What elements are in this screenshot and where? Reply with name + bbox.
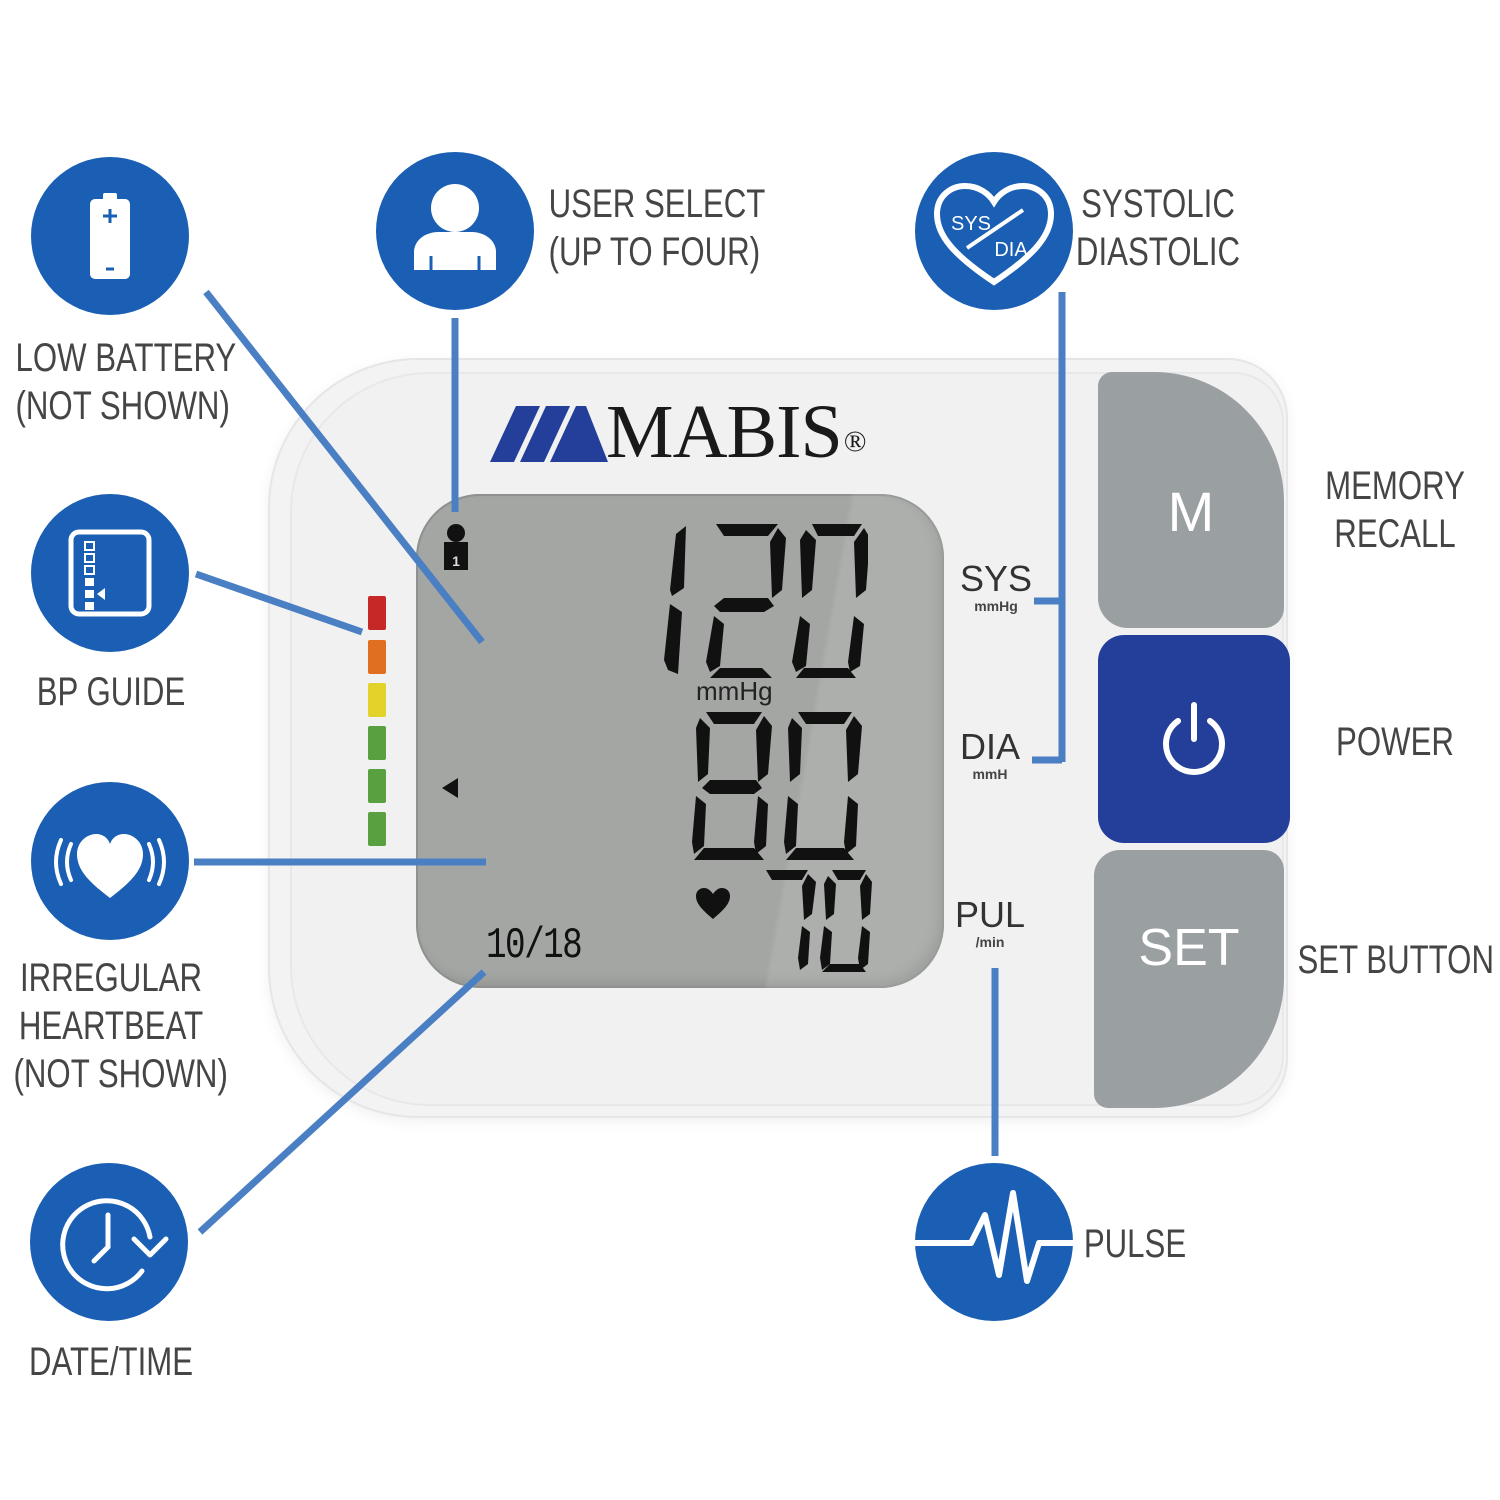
- mabis-logo-mark-icon: [490, 406, 608, 462]
- user-select-icon-circle: [376, 152, 534, 310]
- pulse-label: PULSE: [1077, 1220, 1194, 1268]
- dia-label-text: DIA: [959, 726, 1020, 767]
- low-battery-line-1: LOW BATTERY: [15, 336, 237, 380]
- user-icon: [414, 184, 496, 270]
- battery-icon: [90, 193, 130, 279]
- icon-dia-text: DIA: [994, 239, 1028, 261]
- pulse-heart-icon: [696, 888, 730, 919]
- user-number: 1: [452, 553, 460, 569]
- brand-name: MABIS: [606, 390, 843, 474]
- lcd-date: 10/18: [486, 921, 583, 971]
- user-select-line-2: (UP TO FOUR): [548, 230, 761, 274]
- power-icon: [1163, 702, 1225, 775]
- lcd-display: 1 mmHg: [416, 494, 944, 988]
- registered-mark: ®: [843, 425, 867, 458]
- brand-logo: MABIS®: [606, 394, 867, 480]
- bp-guide-icon: [68, 529, 152, 617]
- sys-unit-text: mmHg: [974, 598, 1018, 614]
- bp-pointer-icon: [442, 778, 458, 798]
- sys-label-text: SYS: [959, 558, 1033, 599]
- dia-label: DIA mmH: [952, 726, 1028, 783]
- set-button-label: SET: [1138, 919, 1240, 977]
- irregular-heartbeat-line-2: HEARTBEAT: [18, 1004, 204, 1048]
- bp-guide-bar-yellow: [368, 683, 386, 717]
- pul-unit-text: /min: [975, 934, 1005, 950]
- sys-dia-label: SYSTOLIC DIASTOLIC: [1072, 180, 1244, 276]
- set-button-line-1: SET BUTTON: [1297, 938, 1494, 982]
- memory-recall-line-2: RECALL: [1334, 512, 1456, 556]
- dia-unit-text: mmH: [972, 766, 1008, 782]
- irregular-heartbeat-line-1: IRREGULAR: [19, 956, 203, 1000]
- low-battery-label: LOW BATTERY (NOT SHOWN): [15, 334, 237, 430]
- systolic-digits: [664, 524, 868, 678]
- power-button[interactable]: [1098, 635, 1290, 843]
- set-button-callout-label: SET BUTTON: [1297, 936, 1494, 984]
- bp-guide-bar-green-2: [368, 769, 386, 803]
- pulse-icon-circle: [915, 1163, 1073, 1321]
- irregular-heartbeat-icon: [54, 834, 166, 898]
- low-battery-icon-circle: [31, 157, 189, 315]
- diastolic-digits: [692, 712, 862, 860]
- irregular-heartbeat-label: IRREGULAR HEARTBEAT (NOT SHOWN): [13, 954, 228, 1098]
- irregular-heartbeat-line-3: (NOT SHOWN): [13, 1052, 228, 1096]
- bp-guide-bar-orange: [368, 640, 386, 674]
- icon-sys-text: SYS: [951, 213, 991, 235]
- sys-dia-heart-icon: SYS DIA: [933, 182, 1055, 286]
- memory-button-label: M: [1167, 480, 1215, 543]
- memory-recall-line-1: MEMORY: [1325, 464, 1465, 508]
- bp-guide-label: BP GUIDE: [14, 668, 209, 716]
- sys-dia-line-1: SYSTOLIC: [1081, 182, 1235, 226]
- memory-recall-label: MEMORY RECALL: [1313, 462, 1477, 558]
- power-label: POWER: [1313, 718, 1477, 766]
- sys-dia-icon-circle: SYS DIA: [915, 152, 1073, 310]
- pulse-wave-icon: [915, 1190, 1073, 1284]
- date-time-icon-circle: [30, 1163, 188, 1321]
- clock-icon: [60, 1198, 169, 1292]
- bp-guide-line-1: BP GUIDE: [36, 670, 186, 714]
- irregular-heartbeat-icon-circle: [31, 782, 189, 940]
- date-time-label: DATE/TIME: [14, 1338, 209, 1386]
- user-select-label: USER SELECT (UP TO FOUR): [548, 180, 766, 276]
- lcd-unit-label: mmHg: [696, 676, 773, 706]
- memory-button[interactable]: M: [1098, 372, 1284, 628]
- pulse-line-1: PULSE: [1083, 1222, 1187, 1266]
- pul-label-text: PUL: [954, 894, 1026, 935]
- sys-dia-line-2: DIASTOLIC: [1075, 230, 1241, 274]
- date-time-line-1: DATE/TIME: [28, 1340, 194, 1384]
- bp-guide-icon-circle: [31, 494, 189, 652]
- sys-label: SYS mmHg: [958, 558, 1034, 615]
- bp-guide-bar-green-3: [368, 812, 386, 846]
- user-select-line-1: USER SELECT: [548, 182, 766, 226]
- low-battery-line-2: (NOT SHOWN): [15, 384, 230, 428]
- user-indicator-icon: 1: [444, 524, 468, 570]
- bp-guide-bar-green-1: [368, 726, 386, 760]
- pulse-digits: [766, 870, 872, 972]
- pul-label: PUL /min: [952, 894, 1028, 951]
- bp-guide-bar-red: [368, 596, 386, 630]
- power-line-1: POWER: [1336, 720, 1454, 764]
